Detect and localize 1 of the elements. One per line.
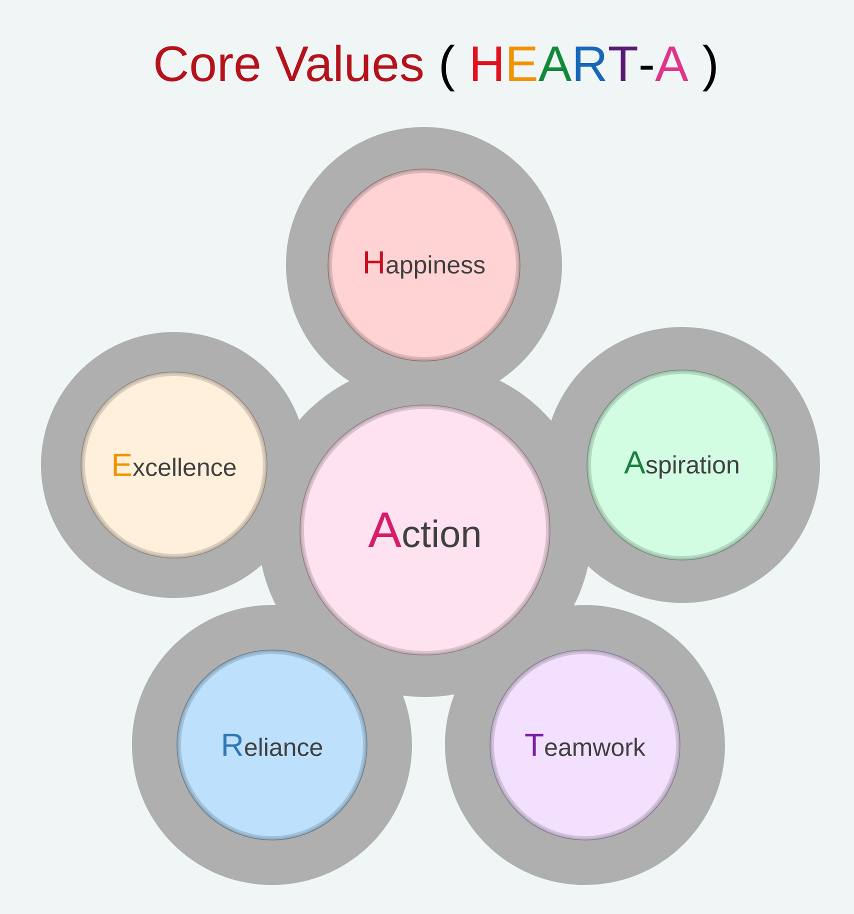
title: Core Values ( HEART-A ) — [156, 44, 716, 92]
